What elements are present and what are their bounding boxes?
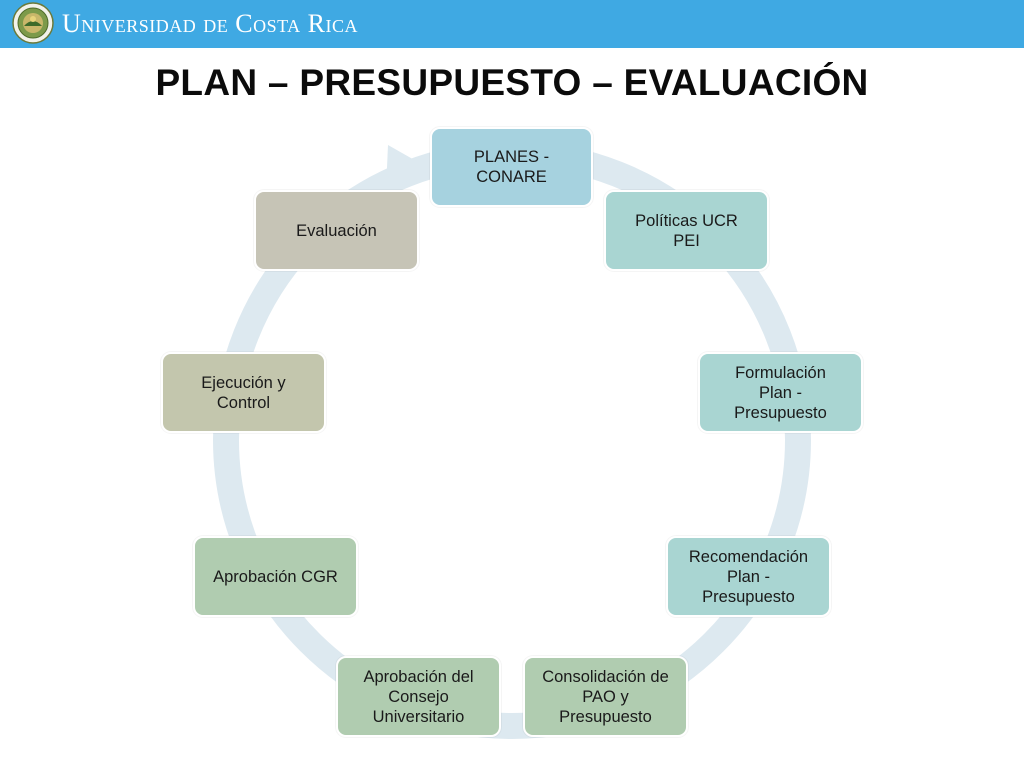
node-recomendacion: Recomendación Plan - Presupuesto <box>666 536 831 617</box>
node-aprobacion-cgr: Aprobación CGR <box>193 536 358 617</box>
node-ejecucion-control: Ejecución y Control <box>161 352 326 433</box>
node-evaluacion: Evaluación <box>254 190 419 271</box>
page-title: PLAN – PRESUPUESTO – EVALUACIÓN <box>155 62 869 103</box>
node-aprobacion-consejo: Aprobación del Consejo Universitario <box>336 656 501 737</box>
university-seal-icon <box>12 2 54 44</box>
node-politicas-ucr: Políticas UCR PEI <box>604 190 769 271</box>
university-name: Universidad de Costa Rica <box>62 9 359 38</box>
node-formulacion: Formulación Plan - Presupuesto <box>698 352 863 433</box>
header-bar: Universidad de Costa Rica <box>0 0 1024 48</box>
cycle-arrowhead <box>386 145 432 190</box>
node-consolidacion: Consolidación de PAO y Presupuesto <box>523 656 688 737</box>
node-planes-conare: PLANES - CONARE <box>430 127 593 207</box>
